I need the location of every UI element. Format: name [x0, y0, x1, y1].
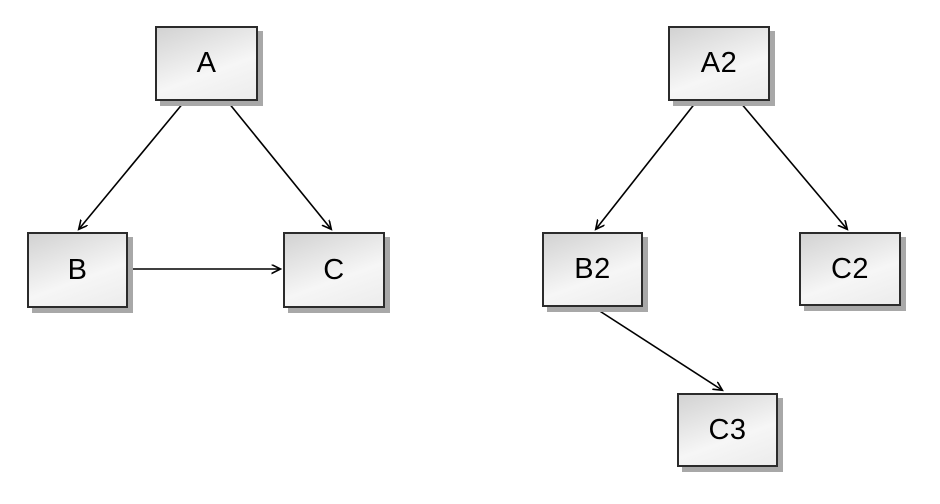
edge-A2-C2 — [739, 101, 847, 229]
node-label-C2: C2 — [830, 252, 870, 285]
node-C[interactable]: C — [283, 232, 385, 308]
node-C3[interactable]: C3 — [677, 393, 778, 467]
node-label-C3: C3 — [708, 413, 747, 446]
edge-A2-B2 — [596, 101, 697, 229]
node-B[interactable]: B — [27, 232, 128, 308]
node-label-B: B — [67, 253, 88, 286]
node-B2[interactable]: B2 — [542, 232, 643, 307]
edge-A-C — [227, 101, 331, 229]
node-A2[interactable]: A2 — [668, 26, 770, 101]
node-label-A2: A2 — [700, 47, 738, 79]
node-label-A: A — [196, 47, 217, 79]
edge-A-B — [79, 101, 185, 229]
node-label-C: C — [323, 253, 345, 286]
node-label-B2: B2 — [574, 253, 611, 285]
edge-B2-C3 — [594, 307, 722, 390]
node-C2[interactable]: C2 — [799, 232, 901, 306]
node-A[interactable]: A — [155, 26, 258, 101]
